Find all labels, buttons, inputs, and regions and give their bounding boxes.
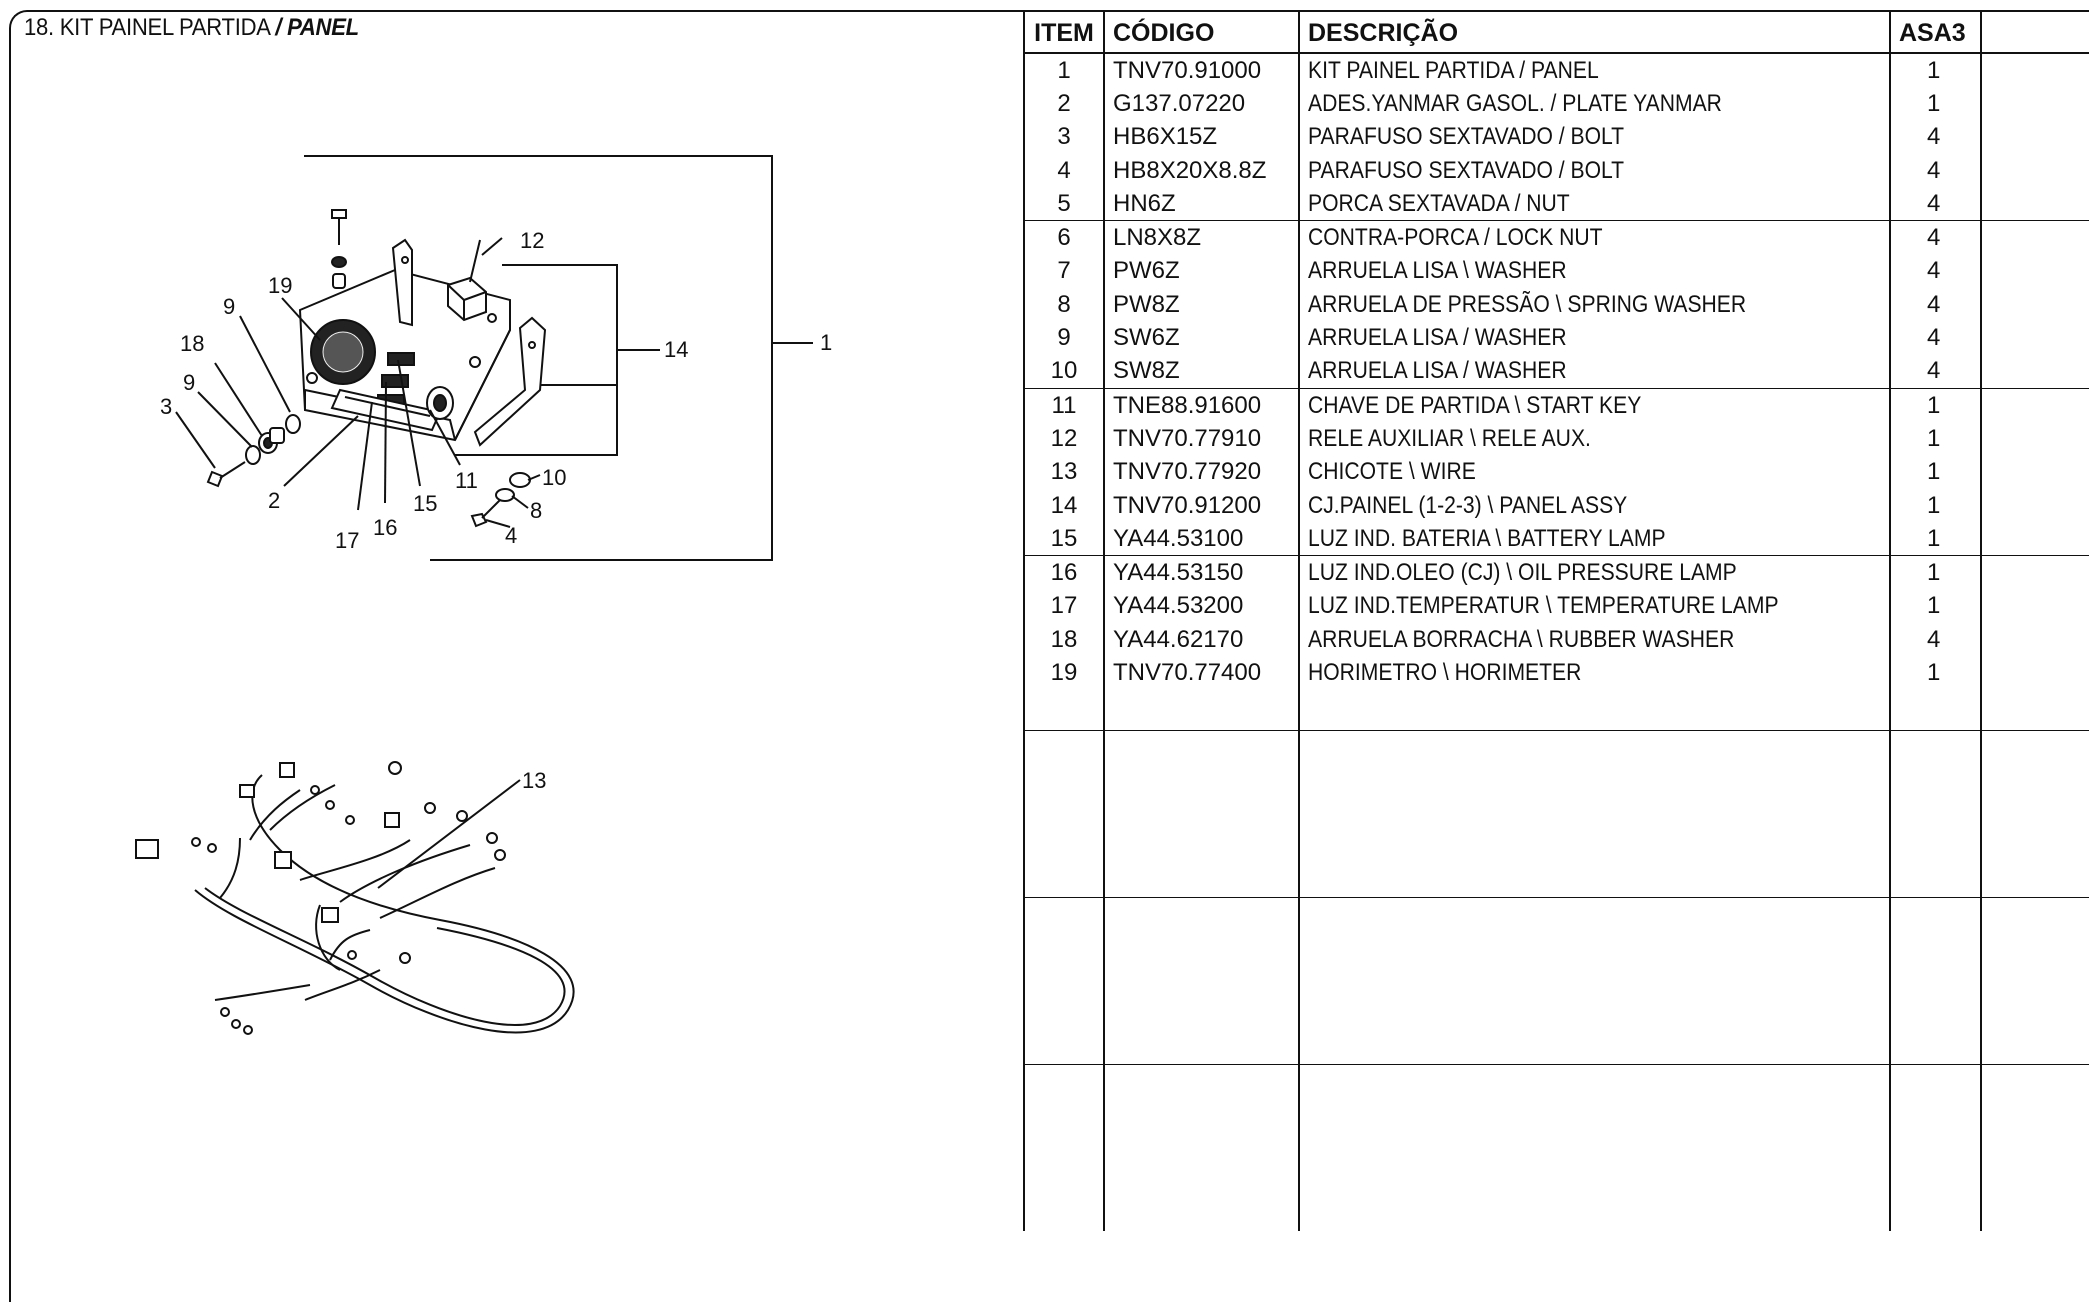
exploded-view-diagram: 1 2 3 4 8 9 9 10 11 12 13 14 15 16 17 18… [135,155,832,1035]
callout-1: 1 [820,330,832,355]
table-blank-row [1023,896,2089,1065]
callout-2: 2 [268,488,280,513]
diagram-panel [9,10,1025,1302]
header-code: CÓDIGO [1103,10,1299,54]
table-blank-row [1023,1063,2089,1231]
callout-17: 17 [335,528,359,553]
callout-9a: 9 [183,370,195,395]
assembly-bracket-1 [304,155,773,561]
header-extra [1980,10,2089,54]
page-title-en: / PANEL [275,14,359,41]
callout-3: 3 [160,394,172,419]
wire-harness-drawing [135,761,575,1035]
mounting-brackets-drawing [391,238,547,447]
parts-table-header: ITEM CÓDIGO DESCRIÇÃO ASA3 [1023,10,2089,54]
callout-numbers: 1 2 3 4 8 9 9 10 11 12 13 14 15 16 17 18… [160,228,832,793]
header-description: DESCRIÇÃO [1298,10,1890,54]
table-blank-row [1023,729,2089,898]
callout-16: 16 [373,515,397,540]
right-bolt-drawing [470,472,531,528]
callout-8: 8 [530,498,542,523]
page-title-pt: 18. KIT PAINEL PARTIDA [24,14,276,41]
callout-18: 18 [180,331,204,356]
callout-19: 19 [268,273,292,298]
header-qty: ASA3 [1889,10,1981,54]
table-spacer-row [1023,689,2089,731]
callout-13: 13 [522,768,546,793]
callout-11: 11 [455,468,478,493]
left-bolt-drawing [206,414,301,488]
callout-12: 12 [520,228,544,253]
top-bolt-drawing [331,209,347,289]
relay-drawing [447,239,487,322]
callout-15: 15 [413,491,437,516]
callout-4: 4 [505,523,517,548]
callout-14: 14 [664,337,688,362]
header-item: ITEM [1023,10,1104,54]
assembly-bracket-14 [455,264,618,456]
page-title: 18. KIT PAINEL PARTIDA / PANEL [24,14,359,42]
callout-9b: 9 [223,294,235,319]
callout-10: 10 [542,465,566,490]
